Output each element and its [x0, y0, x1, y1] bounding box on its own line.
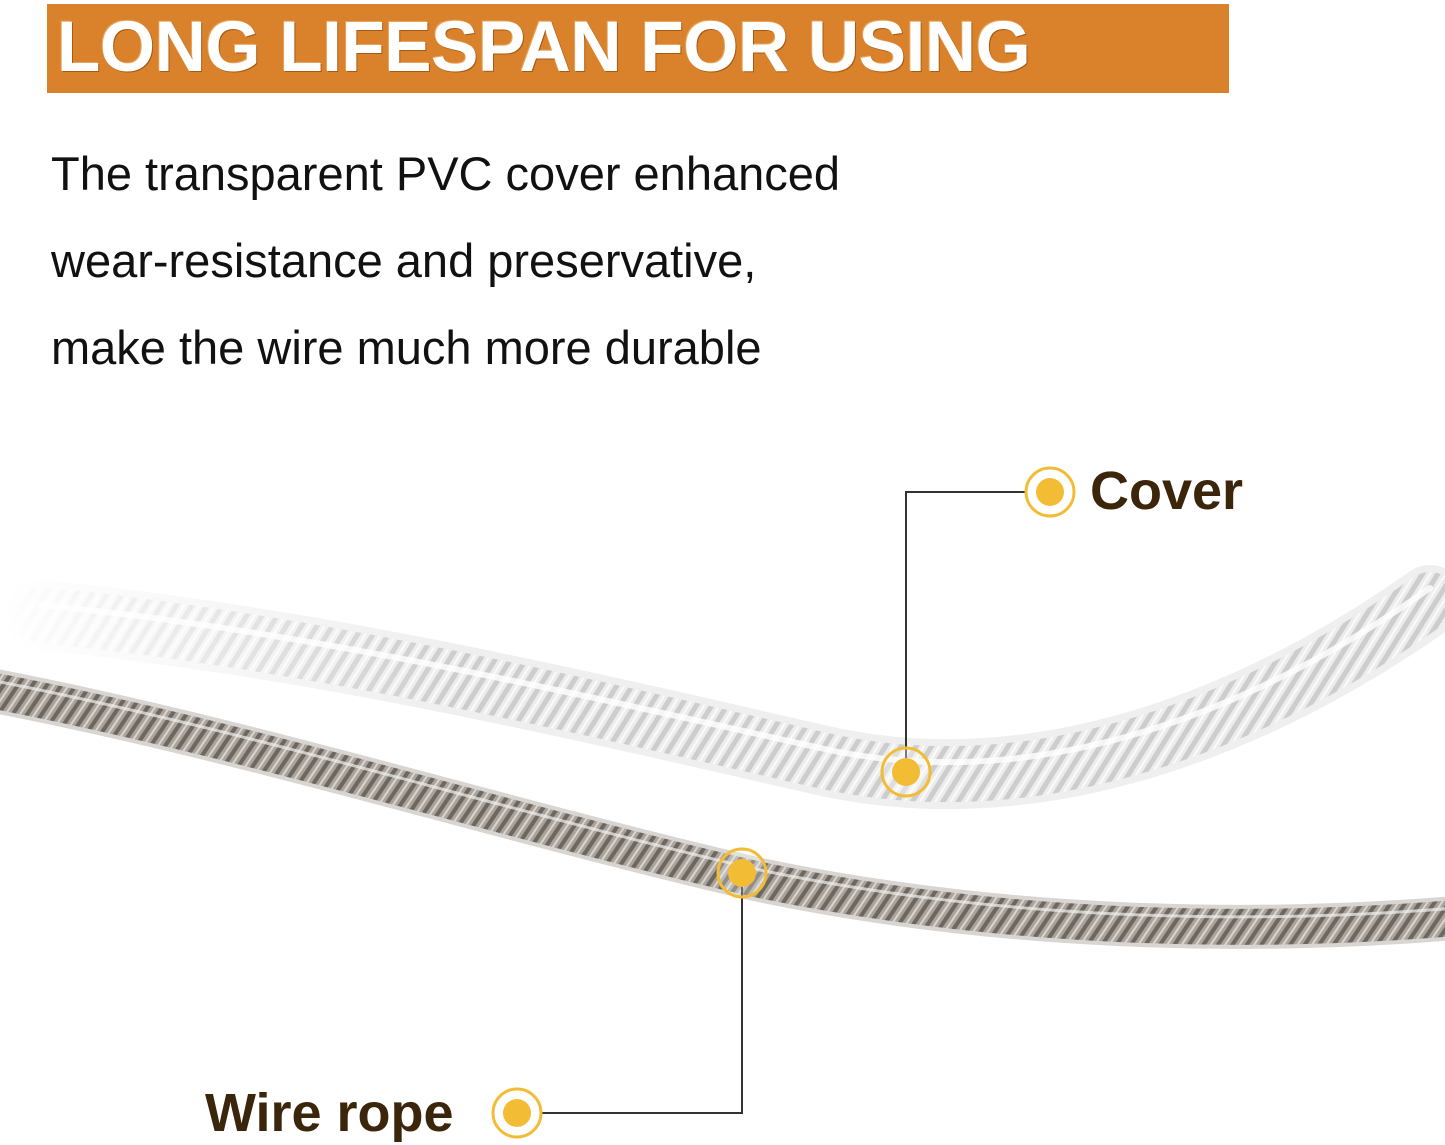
marker-dot-icon [880, 746, 932, 798]
marker-dot-icon [1024, 466, 1076, 518]
description-line-3: make the wire much more durable [51, 321, 762, 374]
title-banner: LONG LIFESPAN FOR USING [47, 4, 1229, 93]
description-line-1: The transparent PVC cover enhanced [51, 147, 841, 200]
marker-dot-icon [716, 847, 768, 899]
wire-rope-label: Wire rope [205, 1083, 454, 1143]
cover-leader-line [905, 491, 1026, 772]
description-line-2: wear-resistance and preservative, [51, 234, 757, 287]
wire-rope-leader-line [541, 873, 743, 1114]
banner-title: LONG LIFESPAN FOR USING [57, 8, 1031, 87]
marker-dot-icon [491, 1087, 543, 1139]
covered-cable [0, 540, 1445, 860]
wire-rope-cable [0, 669, 1445, 949]
cover-label: Cover [1090, 461, 1244, 521]
